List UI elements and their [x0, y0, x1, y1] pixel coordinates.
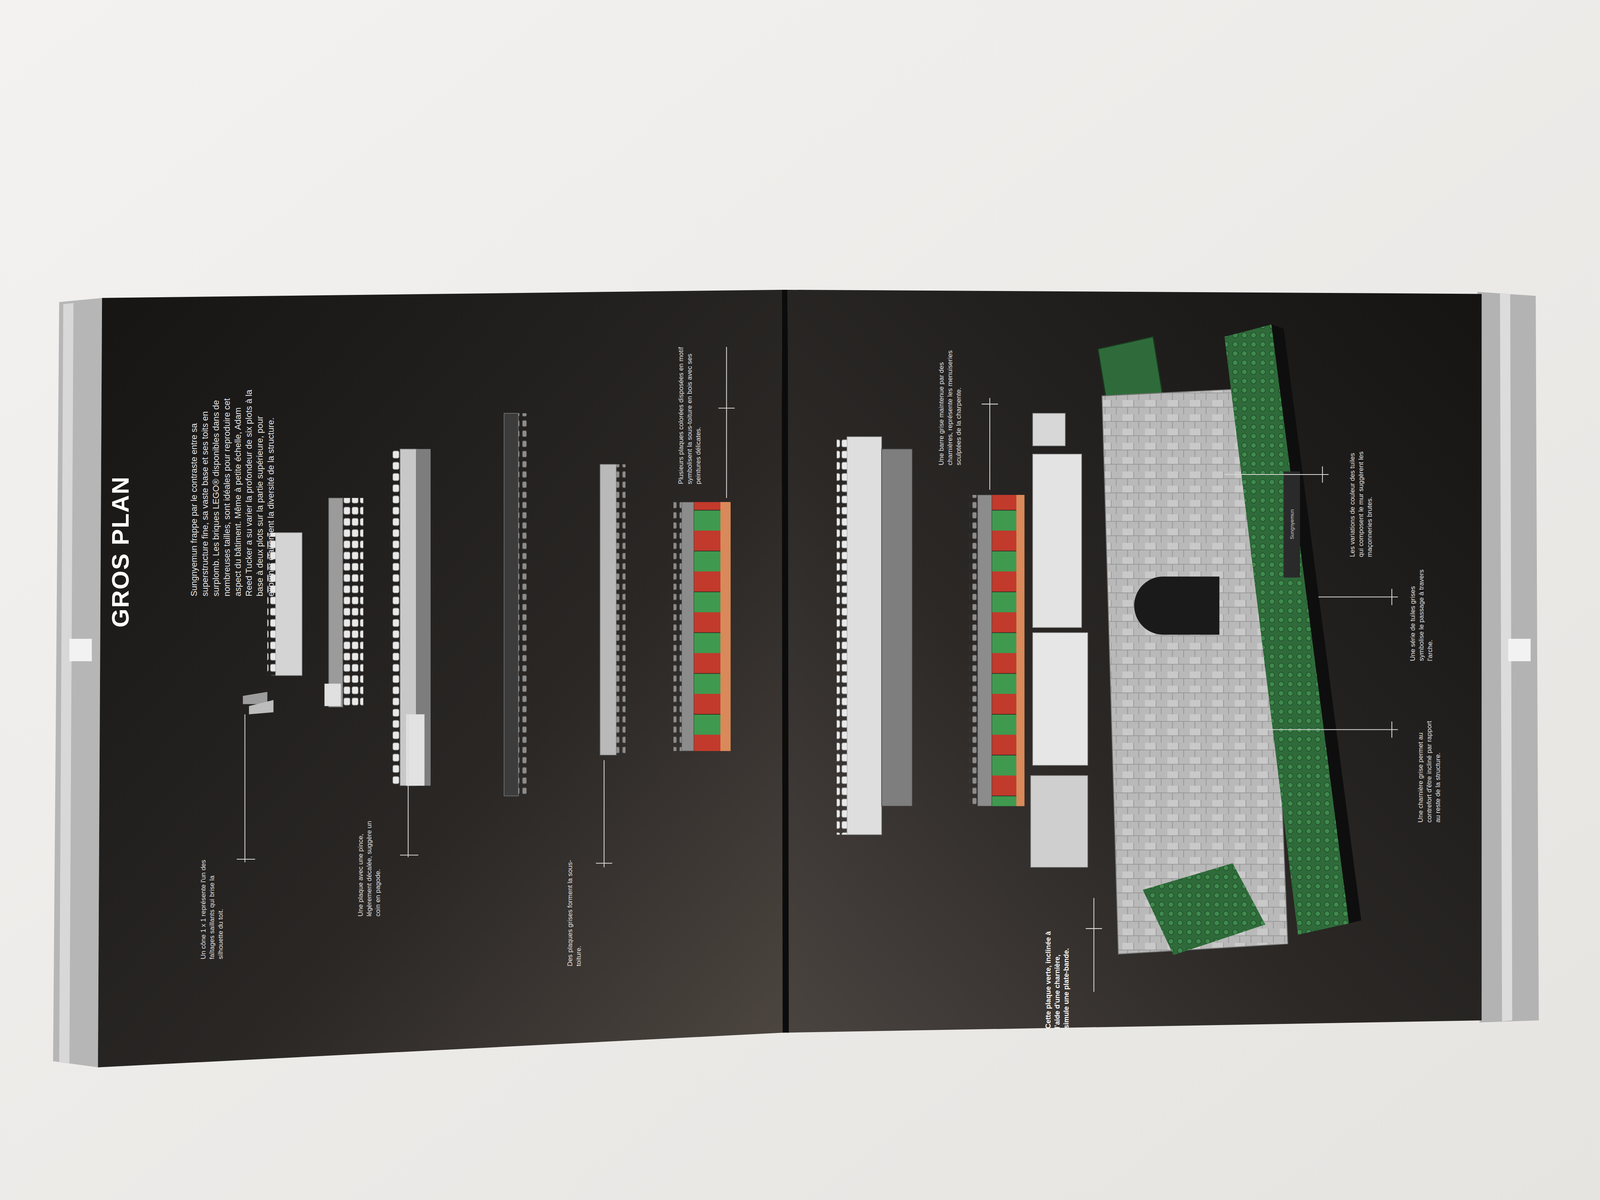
- intro-paragraph: Sungnyemun frappe par le contraste entre…: [188, 387, 277, 597]
- callout-text: Plusieurs plaques colorées disposées en …: [676, 336, 703, 484]
- callout-text: Un cône 1 x 1 représente l'un des faîtag…: [199, 857, 226, 960]
- callout-text: Une plaque avec une pince, légèrement dé…: [356, 814, 383, 917]
- callout-text: Une charnière grise permet au contrefort…: [1416, 712, 1443, 823]
- callout-text: Une barre grise maintenue par des charni…: [937, 334, 964, 466]
- tile-inscription: Sungnyemun: [1289, 473, 1295, 576]
- page-heading: GROS PLAN: [106, 423, 135, 628]
- callout-text: Les variations de couleur des tuiles qui…: [1348, 447, 1375, 558]
- callout-text: Des plaques grises forment la sous-toitu…: [565, 854, 584, 967]
- callout-text: Cette plaque verte, inclinée à l'aide d'…: [1043, 930, 1071, 1029]
- callout-text: Une série de tuiles grises symbolise le …: [1408, 567, 1435, 662]
